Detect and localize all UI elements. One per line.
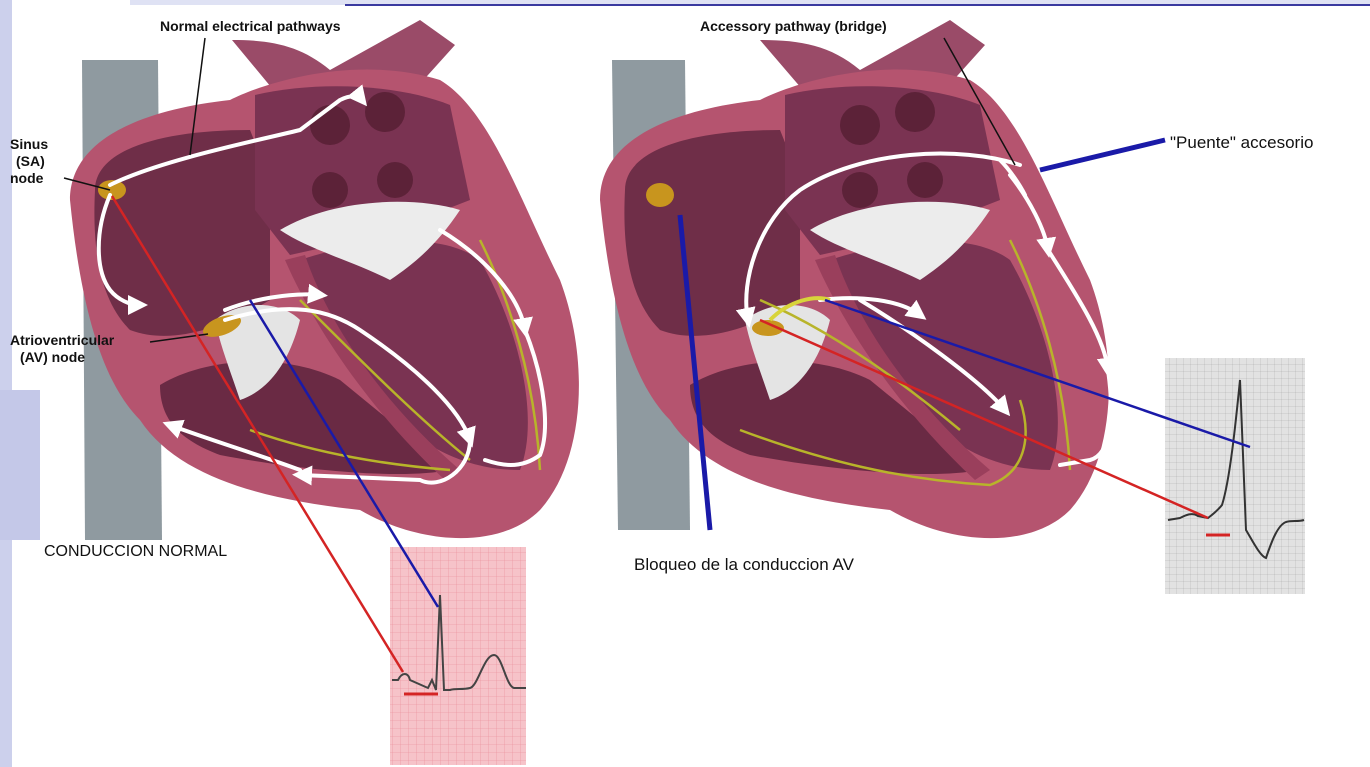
accessory-pathway-title: Accessory pathway (bridge)	[700, 18, 887, 35]
sa-node-label-line-1: Sinus	[10, 136, 48, 153]
slide-left-bar	[0, 0, 12, 767]
normal-conduction-caption: CONDUCCION NORMAL	[44, 543, 227, 561]
left-heart-illustration	[64, 20, 579, 540]
av-block-caption: Bloqueo de la conduccion AV	[634, 555, 854, 575]
av-node-label-line-2: (AV) node	[10, 349, 114, 366]
wpw-ecg-strip	[1165, 358, 1305, 594]
right-pulmonary-vein-2	[895, 92, 935, 132]
left-pulmonary-vein-3	[312, 172, 348, 208]
right-sa-node	[646, 183, 674, 207]
sa-node-label-line-2: (SA)	[10, 153, 48, 170]
sa-node-label-line-3: node	[10, 170, 48, 187]
normal-ecg-strip	[390, 547, 526, 765]
left-pulmonary-vein-4	[377, 162, 413, 198]
right-pulmonary-vein-4	[907, 162, 943, 198]
bridge-label: "Puente" accesorio	[1170, 133, 1313, 153]
right-pulmonary-vein-1	[840, 105, 880, 145]
right-bridge-label-line	[1040, 140, 1165, 170]
right-heart-illustration	[600, 20, 1111, 538]
av-node-label-line-1: Atrioventricular	[10, 332, 114, 349]
left-pulmonary-vein-1	[310, 105, 350, 145]
av-node-label: Atrioventricular (AV) node	[10, 332, 114, 366]
sa-node-label: Sinus (SA) node	[10, 136, 48, 187]
left-pulmonary-vein-2	[365, 92, 405, 132]
normal-pathways-title: Normal electrical pathways	[160, 18, 341, 35]
slide-left-block	[0, 390, 40, 540]
right-pulmonary-vein-3	[842, 172, 878, 208]
